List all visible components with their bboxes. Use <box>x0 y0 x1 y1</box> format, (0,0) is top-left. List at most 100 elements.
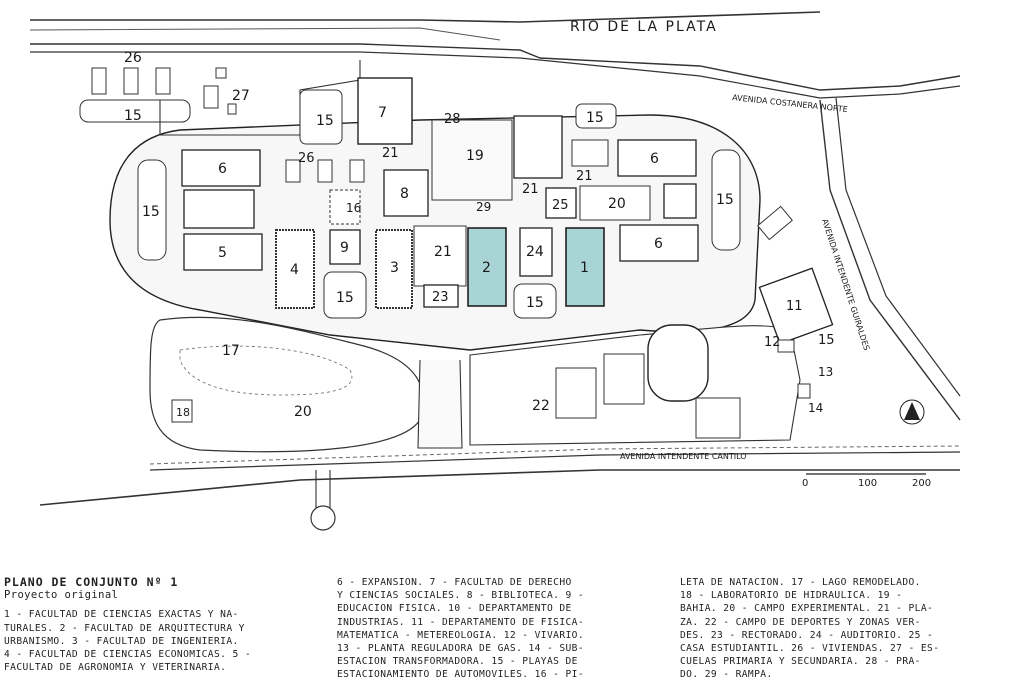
building-7 <box>357 77 413 145</box>
legend-line: Y CIENCIAS SOCIALES. 8 - BIBLIOTECA. 9 - <box>337 590 585 602</box>
building-23 <box>423 284 459 308</box>
label-27: 27 <box>232 88 250 104</box>
label-21b: 21 <box>434 244 452 260</box>
label-18: 18 <box>176 406 190 419</box>
building-3 <box>375 229 413 309</box>
label-20b: 20 <box>294 404 312 420</box>
caption-column-3: LETA DE NATACION. 17 - LAGO REMODELADO. … <box>680 576 990 684</box>
label-15b: 15 <box>316 113 334 129</box>
lake-outline <box>149 316 424 453</box>
parking-15-ne <box>575 103 617 129</box>
avenue-north-label: AVENIDA COSTANERA NORTE <box>732 93 848 114</box>
label-12: 12 <box>764 335 781 350</box>
parking-15-east <box>711 149 741 251</box>
label-1: 1 <box>580 260 589 276</box>
legend-line: TURALES. 2 - FACULTAD DE ARQUITECTURA Y <box>4 622 245 634</box>
plan-subtitle: Proyecto original <box>4 589 119 602</box>
legend-line: 18 - LABORATORIO DE HIDRAULICA. 19 - <box>680 590 903 602</box>
label-2: 2 <box>482 260 491 276</box>
label-28: 28 <box>444 112 461 127</box>
building-9 <box>329 229 361 265</box>
building-east-block <box>663 183 697 219</box>
school-building <box>215 67 227 79</box>
housing-unit <box>91 67 107 95</box>
building-west-block <box>183 189 255 229</box>
legend-line: 1 - FACULTAD DE CIENCIAS EXACTAS Y NA- <box>4 609 239 621</box>
building-21-center <box>413 225 467 287</box>
entrance-road <box>417 359 463 449</box>
label-3: 3 <box>390 260 399 276</box>
caption-column-1: PLANO DE CONJUNTO Nº 1 Proyecto original… <box>4 575 322 684</box>
legend-line: 13 - PLANTA REGULADORA DE GAS. 14 - SUB- <box>337 643 585 655</box>
river-label: RIO DE LA PLATA <box>570 19 718 35</box>
building-6-nw <box>181 149 261 187</box>
plan-title: PLANO DE CONJUNTO Nº 1 <box>4 575 179 589</box>
parking-15-south-a <box>323 271 367 319</box>
label-15g: 15 <box>526 295 544 311</box>
legend-line: ESTACION TRANSFORMADORA. 15 - PLAYAS DE <box>337 656 578 668</box>
housing-strip <box>79 99 191 123</box>
building-8 <box>383 169 429 217</box>
legend-line: BAHIA. 20 - CAMPO EXPERIMENTAL. 21 - PLA… <box>680 603 934 615</box>
label-26b: 26 <box>298 151 315 166</box>
label-25: 25 <box>552 198 569 213</box>
label-15a: 15 <box>124 108 142 124</box>
entrance-stem <box>315 470 331 510</box>
building-11 <box>758 267 834 345</box>
field-a <box>555 367 597 419</box>
houses-26-row <box>317 159 333 183</box>
label-24: 24 <box>526 244 544 260</box>
label-4: 4 <box>290 262 299 278</box>
label-11: 11 <box>786 299 803 314</box>
running-track <box>647 324 709 402</box>
parking-15-west <box>137 159 167 261</box>
school-building <box>203 85 219 109</box>
east-avenue-line-a <box>819 99 961 421</box>
parking-15-south-b <box>513 283 557 319</box>
label-15d: 15 <box>142 204 160 220</box>
label-21d: 21 <box>576 169 593 184</box>
south-avenue-dashed <box>149 445 961 465</box>
river-shoreline-inner <box>29 27 501 41</box>
label-23: 23 <box>432 290 449 305</box>
scale-label-100: 100 <box>858 478 877 489</box>
label-22: 22 <box>532 398 550 414</box>
label-6c: 6 <box>654 236 663 252</box>
legend-line: 6 - EXPANSION. 7 - FACULTAD DE DERECHO <box>337 577 572 588</box>
building-6-e <box>619 224 699 262</box>
label-5: 5 <box>218 245 227 261</box>
costanera-road <box>30 43 961 91</box>
label-15e: 15 <box>716 192 734 208</box>
building-12 <box>777 339 795 353</box>
label-21a: 21 <box>382 146 399 161</box>
legend-line: INDUSTRIAS. 11 - DEPARTAMENTO DE FISICA- <box>337 616 585 628</box>
legend-line: ZA. 22 - CAMPO DE DEPORTES Y ZONAS VER- <box>680 616 921 628</box>
label-16: 16 <box>346 201 361 215</box>
building-2-architecture <box>467 227 507 307</box>
south-avenue-line-a <box>39 469 960 506</box>
label-29: 29 <box>476 200 491 214</box>
label-9: 9 <box>340 240 349 256</box>
building-20-small <box>579 185 651 221</box>
label-6a: 6 <box>218 161 227 177</box>
label-13: 13 <box>818 365 833 379</box>
legend-line: FACULTAD DE AGRONOMIA Y VETERINARIA. <box>4 662 227 674</box>
school-building <box>227 103 237 115</box>
building-4 <box>275 229 315 309</box>
houses-26-row <box>285 159 301 183</box>
east-avenue-line-b <box>835 97 961 397</box>
label-19: 19 <box>466 148 484 164</box>
legend-line: CUELAS PRIMARIA Y SECUNDARIA. 28 - PRA- <box>680 656 921 668</box>
label-26a: 26 <box>124 50 142 66</box>
label-15h: 15 <box>818 333 835 348</box>
building-21-east <box>571 139 609 167</box>
label-14: 14 <box>808 401 823 415</box>
legend-line: DO. 29 - RAMPA. <box>680 669 773 681</box>
building-6-ne <box>617 139 697 177</box>
scale-label-0: 0 <box>802 478 808 489</box>
entrance-roundabout <box>310 505 336 531</box>
label-15c: 15 <box>586 110 604 126</box>
building-16 <box>329 189 361 225</box>
south-avenue-line-b <box>149 451 961 471</box>
label-6b: 6 <box>650 151 659 167</box>
